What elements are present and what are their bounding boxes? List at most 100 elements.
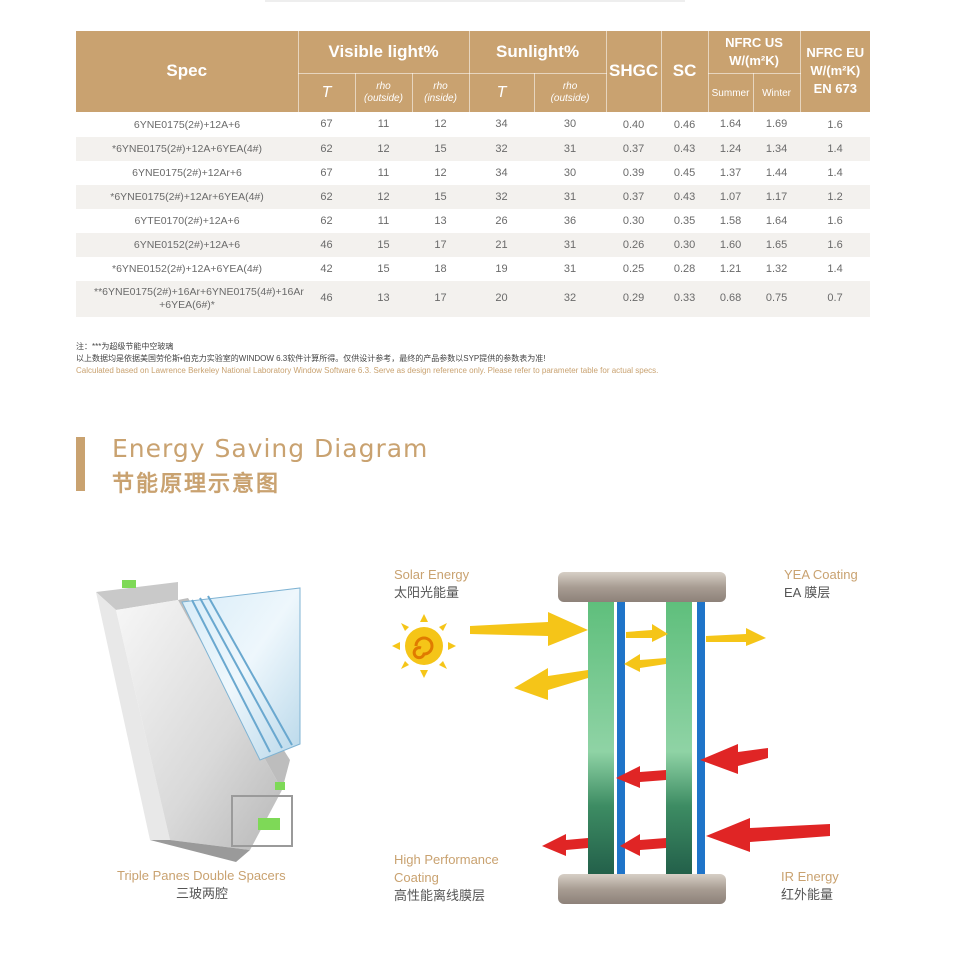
spec-cell: 6YNE0152(2#)+12A+6 [76, 232, 298, 257]
table-cell: 31 [534, 136, 607, 161]
table-cell: 31 [534, 184, 607, 209]
spec-table-body: 6YNE0175(2#)+12A+6 67 11 12 34 30 0.40 0… [76, 112, 871, 317]
table-cell: 11 [377, 166, 390, 179]
header-sunlight-t: T [469, 73, 535, 112]
table-cell: 0.30 [622, 214, 645, 227]
spec-cell: 6YNE0175(2#)+12Ar+6 [132, 166, 242, 179]
section-title-cn: 节能原理示意图 [112, 471, 281, 496]
header-summer: Summer [708, 73, 754, 112]
table-cell: 32 [469, 136, 535, 161]
outside-label: (outside) [550, 93, 590, 104]
table-cell: 1.6 [800, 232, 871, 257]
glass-pane-outer [588, 602, 614, 874]
header-spec: Spec [76, 31, 299, 113]
spec-cell: 6YNE0175(2#)+12A+6 [133, 118, 241, 131]
table-cell: 12 [355, 136, 412, 161]
table-cell: 67 [320, 118, 333, 131]
table-cell: 1.6 [827, 118, 843, 131]
table-cell: 1.64 [719, 118, 742, 131]
table-cell: 15 [412, 136, 470, 161]
table-cell: 1.32 [765, 262, 788, 275]
table-cell: 1.07 [708, 184, 754, 209]
table-cell: 46 [298, 232, 355, 257]
table-cell: 32 [469, 184, 535, 209]
table-cell: 30 [563, 166, 577, 179]
table-cell: 36 [563, 214, 577, 227]
table-cell: 1.4 [827, 166, 843, 179]
table-cell: 0.75 [753, 280, 801, 317]
yea-coating-label: YEA Coating EA 膜层 [784, 566, 858, 602]
ir-arrow-lower-mid [620, 834, 666, 856]
table-cell: 1.69 [765, 118, 788, 131]
table-row: *6YNE0152(2#)+12A+6YEA(4#) 42 15 18 19 3… [76, 257, 870, 281]
table-cell: 12 [355, 184, 412, 209]
frame-caption-cn: 三玻两腔 [175, 886, 228, 901]
table-cell: 0.35 [673, 214, 696, 227]
table-row: 6YNE0175(2#)+12A+6 67 11 12 34 30 0.40 0… [76, 112, 870, 137]
table-cell: 1.2 [800, 184, 871, 209]
header-nfrc-us: NFRC US W/(m²K) [708, 31, 801, 74]
table-cell: 26 [495, 214, 508, 227]
bottom-spacer-bar [558, 874, 726, 904]
nfrc-eu-unit: W/(m²K) [810, 63, 861, 79]
ir-arrow-upper-reflected [616, 766, 666, 788]
yea-coating-en: YEA Coating [784, 567, 858, 582]
hp-coating-en-1: High Performance [394, 852, 499, 867]
header-shgc: SHGC [606, 31, 662, 113]
table-cell: 13 [434, 214, 447, 227]
ir-arrow-lower-out [542, 834, 588, 856]
table-cell: 12 [434, 166, 447, 179]
table-cell: 42 [320, 262, 333, 275]
table-cell: 0.26 [606, 232, 662, 257]
nfrc-us-label: NFRC US [725, 35, 783, 50]
table-cell: 15 [412, 184, 470, 209]
table-cell: 30 [563, 118, 577, 131]
spec-cell: *6YNE0175(2#)+12Ar+6YEA(4#) [76, 184, 298, 209]
table-cell: 15 [377, 262, 390, 275]
table-cell: 67 [320, 166, 333, 179]
table-cell: 0.43 [661, 184, 709, 209]
ir-energy-label: IR Energy 红外能量 [781, 868, 839, 904]
table-cell: 0.37 [606, 184, 662, 209]
header-visible-rho-inside: rho (inside) [412, 73, 470, 112]
header-visible-rho-outside: rho (outside) [355, 73, 413, 112]
glass-pane-inner [666, 602, 692, 874]
table-row: *6YNE0175(2#)+12Ar+6YEA(4#) 62 12 15 32 … [76, 184, 871, 209]
high-performance-coating-label: High Performance Coating 高性能离线膜层 [394, 851, 499, 905]
header-nfrc-eu: NFRC EU W/(m²K) EN 673 [800, 31, 871, 113]
frame-top-edge [96, 582, 178, 610]
table-cell: 1.60 [708, 232, 754, 257]
spec-cell: *6YNE0175(2#)+12A+6YEA(4#) [76, 136, 298, 161]
solar-arrow-reflected-2 [624, 654, 666, 672]
table-cell: 1.44 [765, 166, 788, 179]
table-cell: 17 [412, 280, 470, 317]
nfrc-eu-label: NFRC EU [806, 45, 865, 61]
table-cell: 0.33 [661, 280, 709, 317]
ir-arrow-lower-incoming [706, 818, 830, 852]
solar-arrow-reflected-1 [514, 668, 588, 700]
table-cell: 1.34 [753, 136, 801, 161]
rho-label: rho [562, 81, 578, 92]
header-visible-light: Visible light% [298, 31, 470, 74]
ir-arrow-upper-incoming [700, 744, 768, 774]
frame-body [116, 600, 282, 850]
ir-arrows [542, 744, 830, 856]
hp-coating-cn: 高性能离线膜层 [394, 888, 486, 903]
table-cell: 62 [320, 214, 333, 227]
table-cell: 21 [469, 232, 535, 257]
table-cell: 1.6 [827, 214, 843, 227]
table-cell: 0.30 [661, 232, 709, 257]
frame-caption: Triple Panes Double Spacers 三玻两腔 [117, 867, 287, 903]
glass-pane-edge-3 [207, 595, 293, 746]
coating-layer-yea [697, 602, 705, 874]
table-cell: 1.58 [719, 214, 742, 227]
table-cell: 62 [298, 184, 355, 209]
spec-table: Spec Visible light% Sunlight% SHGC SC NF… [76, 31, 871, 317]
header-sc: SC [661, 31, 709, 113]
frame-left-profile [96, 592, 170, 840]
table-cell: 19 [495, 262, 508, 275]
yea-coating-cn: EA 膜层 [784, 585, 831, 600]
header-visible-t: T [298, 73, 356, 112]
note-super-glass: 注：***为超级节能中空玻璃 [76, 342, 174, 351]
ir-energy-en: IR Energy [781, 869, 839, 884]
